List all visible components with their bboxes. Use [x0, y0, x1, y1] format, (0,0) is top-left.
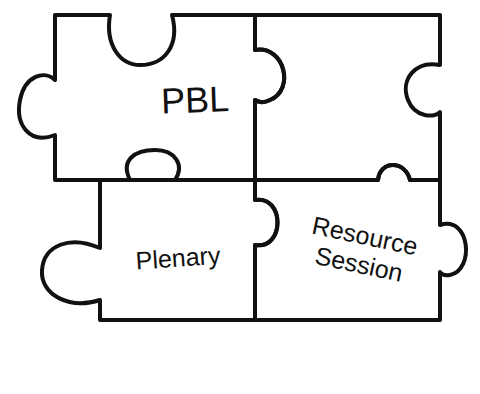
- puzzle-piece: Resource Session: [250, 155, 480, 330]
- piece-label: Resource Session: [288, 207, 437, 292]
- puzzle-piece: PBL: [10, 5, 300, 190]
- puzzle-outline: [42, 150, 278, 320]
- puzzle-outline: [255, 165, 466, 320]
- puzzle-shape: [10, 5, 300, 190]
- piece-label: Plenary: [112, 239, 244, 277]
- puzzle-outline: [19, 15, 284, 180]
- puzzle-outline: [255, 15, 440, 180]
- piece-label: PBL: [134, 77, 255, 123]
